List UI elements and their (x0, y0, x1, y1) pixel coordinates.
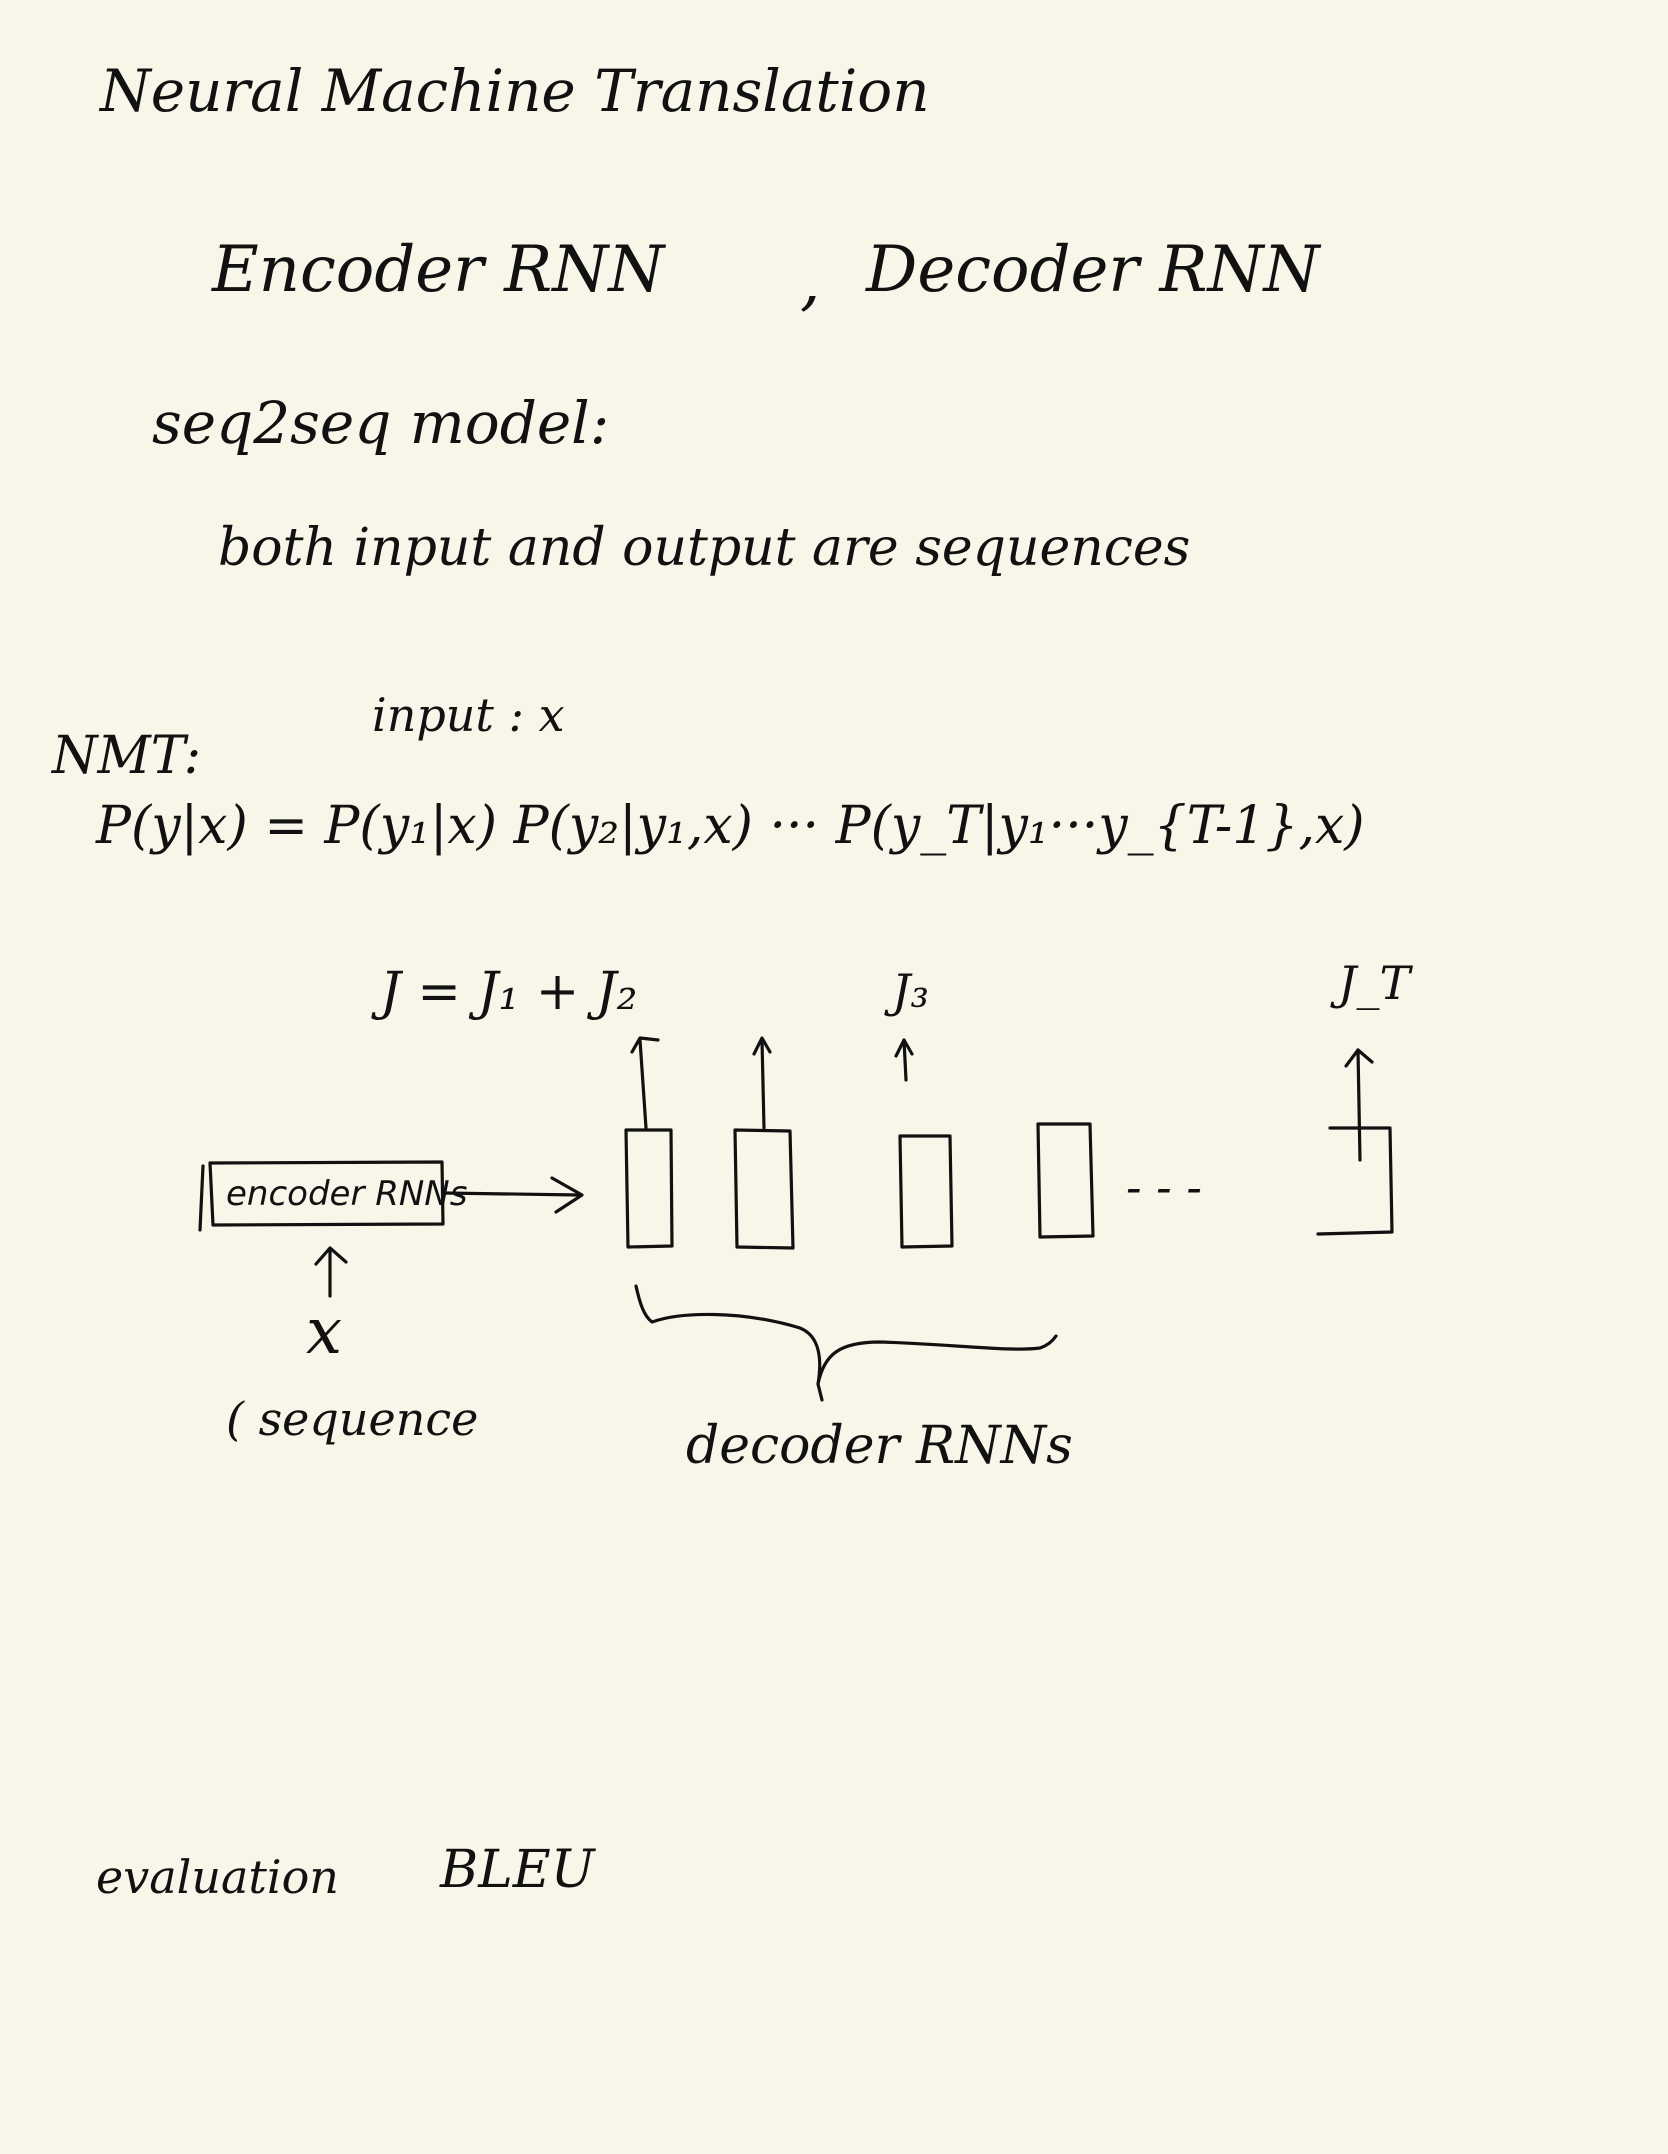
evaluation-label: evaluation (96, 1850, 339, 1904)
decoder-cell-2 (733, 1128, 795, 1250)
decoder-cell-4 (1036, 1122, 1095, 1239)
loss-equation: J = J₁ + J₂ (380, 962, 638, 1022)
arrow-up-2 (760, 1038, 766, 1130)
arrow-up-1-head (630, 1036, 660, 1054)
decoder-cell-1 (624, 1128, 674, 1249)
arrow-up-T-head (1344, 1048, 1374, 1068)
nmt-label: NMT: (52, 726, 202, 786)
decoder-cell-3 (898, 1134, 954, 1249)
nmt-probability-equation: P(y|x) = P(y₁|x) P(y₂|y₁,x) ··· P(y_T|y₁… (96, 796, 1365, 856)
x-caption: ( sequence (226, 1392, 479, 1446)
arrow-up-3 (902, 1038, 908, 1082)
encoder-to-decoder-arrowhead (550, 1176, 584, 1214)
separator-comma: , (800, 245, 821, 319)
encoder-box-label: encoder RNNs (226, 1174, 468, 1214)
arrow-up-3-head (894, 1038, 914, 1058)
encoder-rnn-text: Encoder RNN (212, 233, 665, 307)
arrow-up-T (1356, 1048, 1362, 1162)
seq2seq-heading: seq2seq model: (152, 389, 610, 457)
loss-j3: J₃ (892, 964, 929, 1018)
decoder-caption: decoder RNNs (686, 1416, 1073, 1476)
x-to-encoder-arrowhead (314, 1246, 348, 1266)
decoder-brace (634, 1284, 1058, 1386)
decoder-ellipsis: - - - (1126, 1160, 1202, 1214)
decoder-rnn-text: Decoder RNN (866, 233, 1320, 307)
x-symbol: x (306, 1295, 343, 1369)
encoder-left-tick (198, 1164, 205, 1232)
decoder-cell-T (1316, 1126, 1394, 1236)
nmt-input-label: input : x (372, 688, 565, 742)
encoder-to-decoder-arrow (441, 1191, 582, 1197)
evaluation-metric: BLEU (440, 1840, 595, 1900)
arrow-up-1 (638, 1038, 648, 1130)
arrow-up-2-head (752, 1036, 772, 1056)
page-title: Neural Machine Translation (100, 57, 930, 125)
encoder-box (208, 1160, 445, 1227)
decoder-brace-stem (816, 1382, 824, 1402)
loss-jT: J_T (1338, 956, 1411, 1010)
seq2seq-description: both input and output are sequences (218, 518, 1191, 578)
